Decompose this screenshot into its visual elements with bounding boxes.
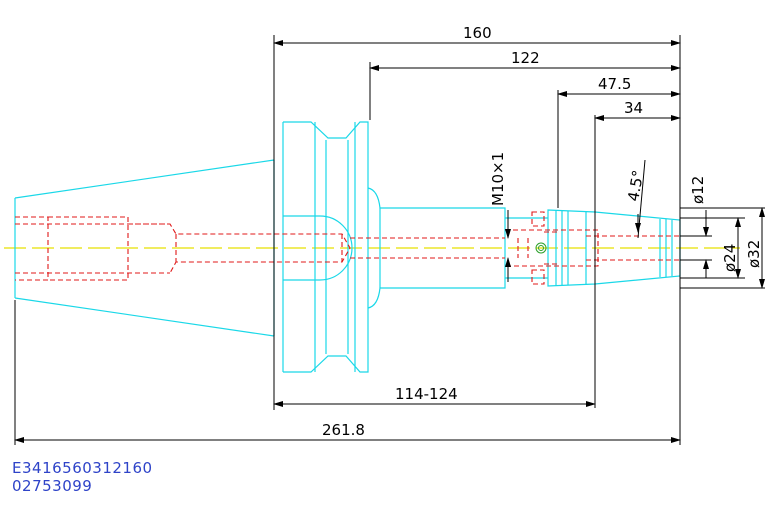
dim-160: 160 [463, 24, 492, 42]
dimension-lines [14, 35, 765, 445]
angle-4-5: 4.5° [624, 169, 647, 203]
thread-m10x1: M10×1 [489, 152, 507, 206]
dim-261-8: 261.8 [322, 421, 365, 439]
cross-hole [535, 242, 547, 254]
dia-24: ø24 [721, 244, 739, 272]
part-code-line1: E3416560312160 [12, 459, 153, 477]
flange [282, 121, 369, 373]
dim-34: 34 [624, 99, 643, 117]
dim-122: 122 [511, 49, 540, 67]
dim-47-5: 47.5 [598, 75, 631, 93]
taper-shank [14, 159, 275, 337]
part-outline [14, 121, 681, 373]
dia-32: ø32 [745, 240, 763, 268]
drive-slot [283, 215, 353, 281]
dim-114-124: 114-124 [395, 385, 458, 403]
part-code-line2: 02753099 [12, 477, 93, 495]
hidden-lines [15, 211, 680, 285]
body [367, 187, 506, 309]
dia-12: ø12 [689, 176, 707, 204]
